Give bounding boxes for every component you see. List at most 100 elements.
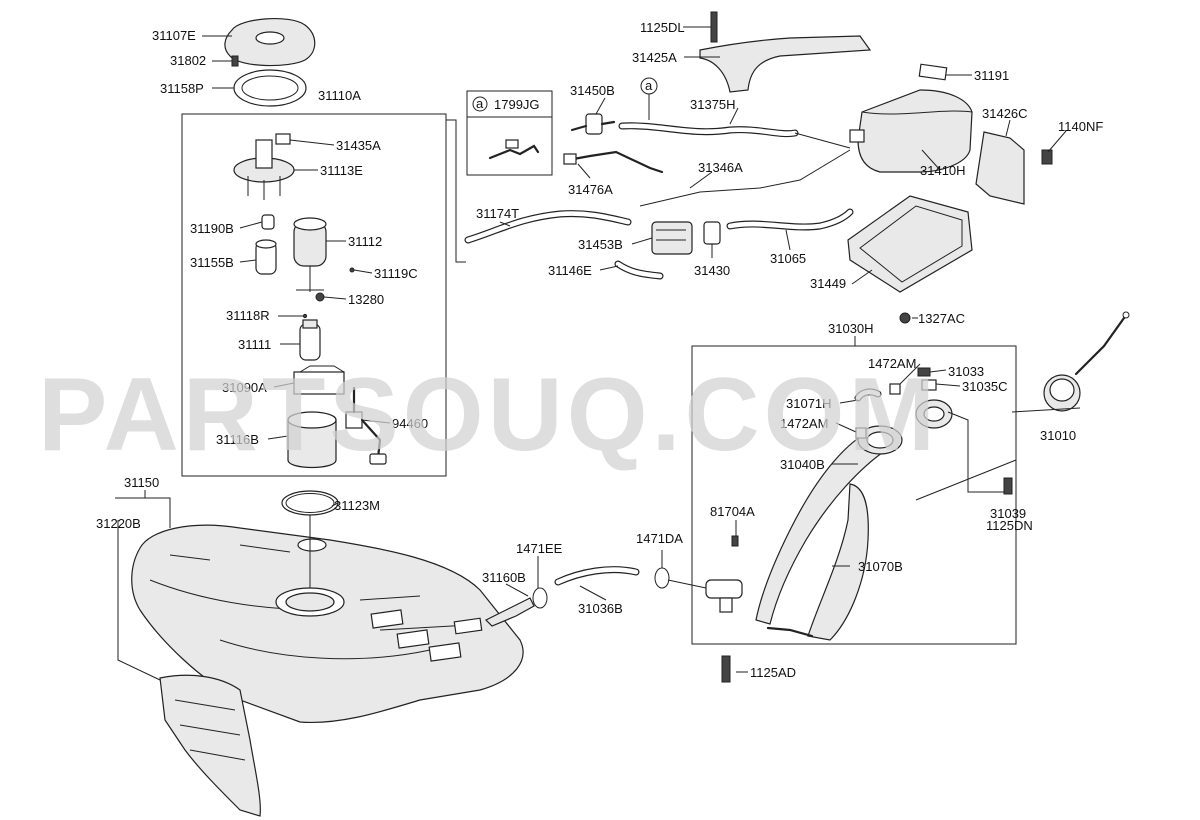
- valve-31450B[interactable]: [570, 113, 616, 135]
- label-1125DL[interactable]: 1125DL: [640, 20, 685, 35]
- hose-31375H[interactable]: [618, 122, 799, 138]
- wire-31476A[interactable]: [566, 150, 664, 174]
- label-31435A[interactable]: 31435A: [336, 138, 381, 153]
- label-31110A[interactable]: 31110A: [318, 88, 361, 103]
- fuel-tank-31150[interactable]: [131, 524, 524, 724]
- label-94460[interactable]: 94460: [392, 416, 428, 431]
- valve-31453B[interactable]: [651, 221, 693, 255]
- label-31040B[interactable]: 31040B: [780, 457, 825, 472]
- clamp-1471DA[interactable]: [654, 567, 670, 589]
- tray-31449[interactable]: [847, 195, 973, 293]
- filler-neck-31040B[interactable]: [755, 425, 903, 625]
- label-13280[interactable]: 13280: [348, 292, 384, 307]
- bracket-31426C[interactable]: [975, 131, 1025, 205]
- label-1125DN[interactable]: 1125DN: [986, 518, 1033, 533]
- pump-flange-31113E[interactable]: [233, 139, 295, 200]
- label-31070B[interactable]: 31070B: [858, 559, 903, 574]
- label-1327AC[interactable]: 1327AC: [918, 311, 965, 326]
- housing-31039[interactable]: [915, 399, 953, 429]
- label-31036B[interactable]: 31036B: [578, 601, 623, 616]
- label-31410H[interactable]: 31410H: [920, 163, 966, 178]
- label-31146E[interactable]: 31146E: [548, 263, 592, 278]
- screw-13280[interactable]: [315, 292, 325, 302]
- label-31191[interactable]: 31191: [974, 68, 1009, 83]
- filter-31155B[interactable]: [255, 239, 277, 275]
- label-31453B[interactable]: 31453B: [578, 237, 623, 252]
- label-31450B[interactable]: 31450B: [570, 83, 615, 98]
- label-31071H[interactable]: 31071H: [786, 396, 832, 411]
- label-31220B[interactable]: 31220B: [96, 516, 141, 531]
- label-1471DA[interactable]: 1471DA: [636, 531, 683, 546]
- label-31033[interactable]: 31033: [948, 364, 984, 379]
- label-31119C[interactable]: 31119C: [374, 266, 418, 281]
- bolt-1140NF[interactable]: [1041, 149, 1053, 165]
- label-31035C[interactable]: 31035C: [962, 379, 1008, 394]
- label-31030H[interactable]: 31030H: [828, 321, 874, 336]
- gasket-31158P[interactable]: [233, 69, 307, 107]
- cover-plate-31107E[interactable]: [224, 17, 316, 67]
- clip-81704A[interactable]: [731, 535, 739, 547]
- line-31346A[interactable]: [639, 149, 851, 207]
- label-31065[interactable]: 31065: [770, 251, 806, 266]
- hose-31146E[interactable]: [614, 260, 664, 280]
- bracket-31090A[interactable]: [293, 365, 345, 395]
- reservoir-31116B[interactable]: [287, 411, 337, 469]
- label-1471EE[interactable]: 1471EE: [516, 541, 563, 556]
- label-31150[interactable]: 31150: [124, 475, 159, 490]
- regulator-31190B[interactable]: [261, 214, 275, 230]
- filter-31112[interactable]: [293, 217, 327, 292]
- label-31191[interactable]: [918, 63, 948, 81]
- label-31476A[interactable]: 31476A: [568, 182, 613, 197]
- label-31155B[interactable]: 31155B: [190, 255, 234, 270]
- hose-31065[interactable]: [726, 208, 854, 231]
- label-31116B[interactable]: 31116B: [216, 432, 259, 447]
- clamp-1471EE[interactable]: [532, 587, 548, 609]
- label-31425A[interactable]: 31425A: [632, 50, 677, 65]
- clip-31119C[interactable]: [349, 267, 355, 273]
- heat-shield-31220B[interactable]: [159, 674, 261, 817]
- clip-31035C[interactable]: [921, 379, 937, 391]
- label-31174T[interactable]: 31174T: [476, 206, 519, 221]
- label-31039[interactable]: 31039: [990, 506, 1026, 521]
- label-31430[interactable]: 31430: [694, 263, 730, 278]
- label-31090A[interactable]: 31090A: [222, 380, 267, 395]
- label-31107E[interactable]: 31107E: [152, 28, 196, 43]
- sender-94460[interactable]: [345, 386, 387, 465]
- label-31111[interactable]: 31111: [238, 337, 271, 352]
- clamp-1472AM-lower[interactable]: [855, 427, 867, 439]
- label-31010[interactable]: 31010: [1040, 428, 1076, 443]
- screw-1125DN[interactable]: [1003, 477, 1013, 495]
- ring-31123M[interactable]: [281, 490, 339, 516]
- label-31190B[interactable]: 31190B: [190, 221, 234, 236]
- pipe-31160B[interactable]: [484, 597, 535, 627]
- label-31802[interactable]: 31802: [170, 53, 206, 68]
- label-1472AM-upper[interactable]: 1472AM: [868, 356, 916, 371]
- hose-31036B[interactable]: [554, 566, 640, 586]
- label-31113E[interactable]: 31113E: [320, 163, 363, 178]
- connector-31435A[interactable]: [275, 133, 291, 145]
- label-1140NF[interactable]: 1140NF: [1058, 119, 1103, 134]
- fuel-cap-31010[interactable]: [1043, 311, 1130, 412]
- bolt-1125AD[interactable]: [721, 655, 731, 683]
- wire-connector-31476A[interactable]: [563, 153, 577, 165]
- nut-1327AC[interactable]: [899, 312, 911, 324]
- adapter-31036B-joint[interactable]: [705, 579, 743, 613]
- label-81704A[interactable]: 81704A: [710, 504, 755, 519]
- valve-31430[interactable]: [703, 221, 721, 245]
- label-31449[interactable]: 31449: [810, 276, 846, 291]
- hose-31174T[interactable]: [464, 210, 632, 244]
- canister-31410H[interactable]: [849, 89, 973, 173]
- bracket-31071H[interactable]: [854, 388, 882, 402]
- bracket-31425A[interactable]: [699, 35, 872, 93]
- bolt-1125DL[interactable]: [710, 11, 718, 43]
- label-1472AM-lower[interactable]: 1472AM: [780, 416, 828, 431]
- label-31426C[interactable]: 31426C: [982, 106, 1028, 121]
- screw-31802[interactable]: [231, 55, 239, 67]
- label-31346A[interactable]: 31346A: [698, 160, 743, 175]
- label-31375H[interactable]: 31375H: [690, 97, 736, 112]
- label-31112[interactable]: 31112: [348, 234, 382, 249]
- label-31123M[interactable]: 31123M: [334, 498, 380, 513]
- label-31160B[interactable]: 31160B: [482, 570, 526, 585]
- label-1125AD[interactable]: 1125AD: [750, 665, 796, 680]
- label-31158P[interactable]: 31158P: [160, 81, 204, 96]
